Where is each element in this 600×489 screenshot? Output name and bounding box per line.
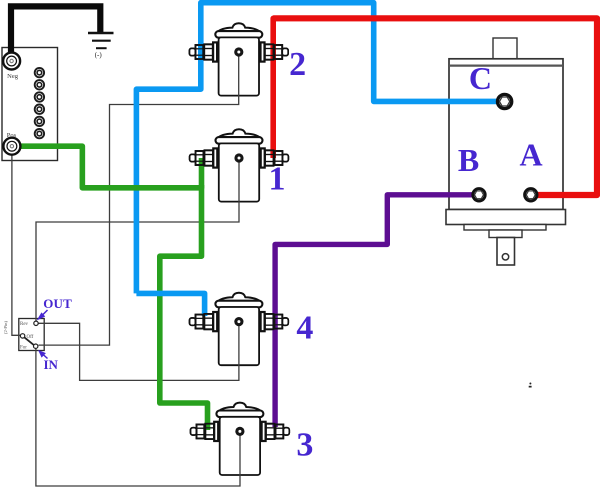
- svg-text:Pos: Pos: [7, 132, 17, 139]
- svg-text:(2-Pin): (2-Pin): [3, 321, 8, 334]
- svg-text:Off: Off: [27, 335, 34, 340]
- svg-text:IN: IN: [43, 357, 58, 372]
- svg-text:3: 3: [296, 427, 313, 464]
- svg-text:C: C: [469, 60, 492, 96]
- svg-text:(-): (-): [95, 51, 103, 59]
- svg-text:4: 4: [296, 310, 313, 347]
- svg-text:1: 1: [269, 161, 286, 198]
- svg-text:OUT: OUT: [43, 296, 72, 311]
- svg-text:A: A: [519, 137, 542, 173]
- svg-text:Neg: Neg: [7, 73, 19, 80]
- svg-text:2: 2: [289, 46, 306, 83]
- svg-text:For: For: [20, 345, 27, 350]
- svg-text:Rev: Rev: [20, 322, 29, 327]
- svg-text:B: B: [458, 142, 479, 178]
